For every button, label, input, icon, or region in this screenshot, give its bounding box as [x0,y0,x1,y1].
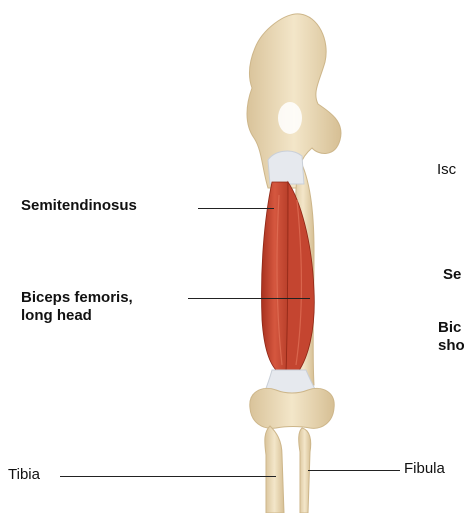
label-tibia: Tibia [8,465,40,484]
label-biceps-long-line2: long head [21,306,92,325]
label-right-cut-1: Isc [437,160,456,179]
tibia-bone [265,426,284,513]
obturator-foramen [278,102,302,134]
label-fibula: Fibula [404,459,445,478]
leader-semitendinosus [198,208,274,209]
leader-tibia [60,476,276,477]
label-biceps-long-line1: Biceps femoris, [21,288,133,307]
label-right-cut-3b: sho [438,336,464,355]
label-right-cut-2: Se [443,265,461,284]
knee-joint [250,388,334,428]
label-right-cut-3a: Bic [438,318,461,337]
proximal-tendon [268,151,304,184]
leader-biceps-long [188,298,310,299]
leader-fibula [308,470,400,471]
label-semitendinosus: Semitendinosus [21,196,137,215]
